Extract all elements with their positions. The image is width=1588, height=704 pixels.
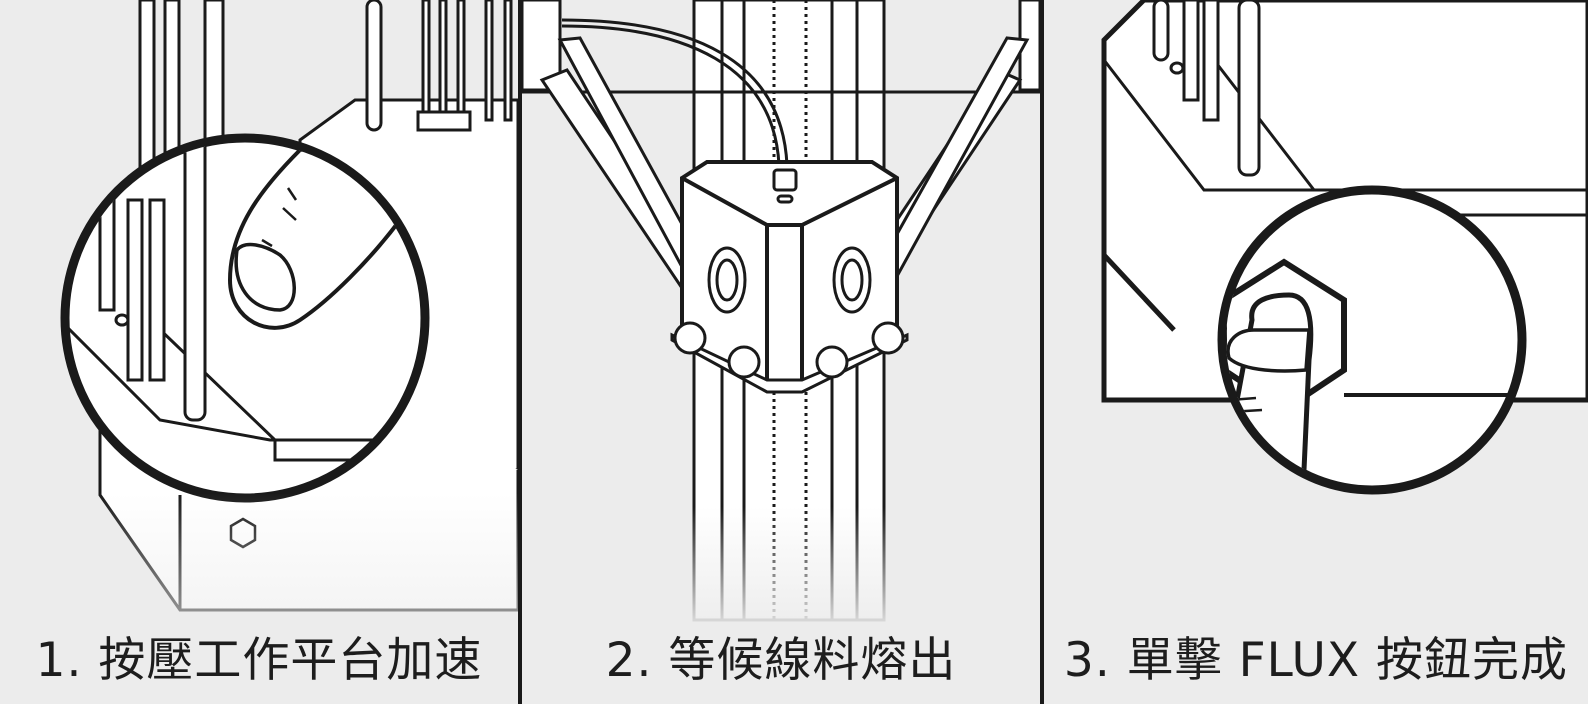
hex-button-press-icon bbox=[1044, 0, 1588, 704]
step-3-caption: 3. 單擊 FLUX 按鈕完成 bbox=[1044, 621, 1588, 690]
step-2-caption: 2. 等候線料熔出 bbox=[522, 621, 1040, 690]
step-3-panel: 3. 單擊 FLUX 按鈕完成 bbox=[1044, 0, 1588, 704]
step-2-panel: 2. 等候線料熔出 bbox=[522, 0, 1040, 704]
step-1-caption: 1. 按壓工作平台加速 bbox=[0, 621, 518, 690]
extruder-head-icon bbox=[522, 0, 1040, 704]
finger-press-icon bbox=[0, 0, 518, 704]
step-1-panel: 1. 按壓工作平台加速 bbox=[0, 0, 518, 704]
